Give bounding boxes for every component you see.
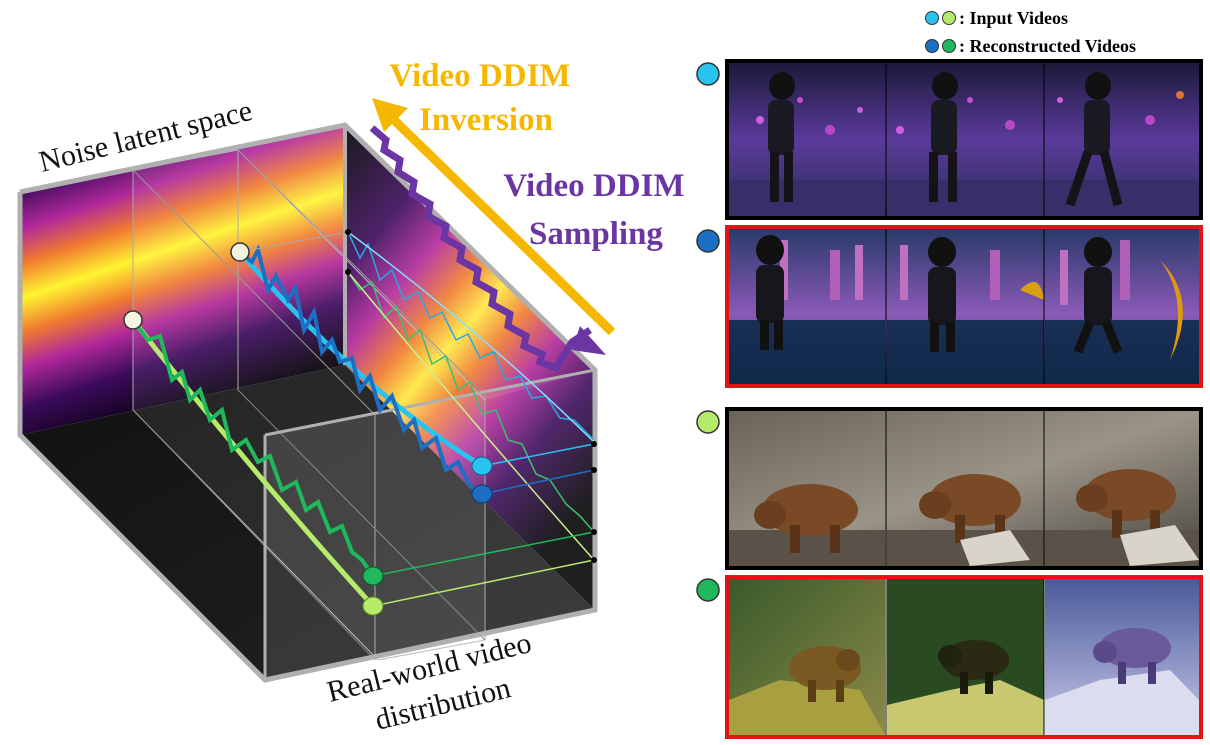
edge-dot-3 xyxy=(591,441,597,447)
bear-recon-frame-3 xyxy=(1045,628,1199,735)
box-floor xyxy=(20,365,595,680)
end-point-recon-green xyxy=(362,566,384,586)
side-curve-lime xyxy=(347,271,595,561)
marker-input-green xyxy=(696,410,720,434)
marker-input-blue xyxy=(696,62,720,86)
astronaut-input-frame-1 xyxy=(729,72,885,216)
strip-bear-input xyxy=(725,407,1203,570)
box-back-face xyxy=(20,125,345,435)
legend-recon-label: : Reconstructed Videos xyxy=(959,36,1136,56)
bear-recon-frame-2 xyxy=(887,640,1044,735)
start-point-blue xyxy=(230,242,250,262)
astronaut-recon-frame-3 xyxy=(1045,237,1199,384)
end-point-input-blue xyxy=(471,456,493,476)
astronaut-recon-frame-1 xyxy=(729,235,885,384)
astronaut-recon-frame-2 xyxy=(887,237,1044,384)
box-right-face xyxy=(345,125,595,610)
legend-dot-recon-green xyxy=(942,39,956,53)
proj-line-3 xyxy=(372,531,595,577)
sampling-label-1: Video DDIM xyxy=(503,168,684,204)
proj-line-1 xyxy=(481,443,595,467)
slice-line-g xyxy=(132,169,376,416)
side-curve-cyan xyxy=(347,231,595,443)
legend-dot-input-green xyxy=(942,11,956,25)
box-edge-top-front xyxy=(264,368,596,437)
inversion-arrowhead xyxy=(372,98,408,132)
edge-dot-1 xyxy=(345,229,351,235)
inversion-label-2: Inversion xyxy=(419,102,553,138)
inversion-arrow xyxy=(388,114,616,336)
astronaut-input-frame-2 xyxy=(887,72,1044,216)
proj-line-5 xyxy=(239,231,349,253)
trajectory-green-smooth xyxy=(131,318,375,608)
edge-dot-4 xyxy=(591,467,597,473)
bear-input-frame-3 xyxy=(1045,469,1199,566)
end-point-input-green xyxy=(362,596,384,616)
sampling-label-2: Sampling xyxy=(529,216,663,252)
edge-dot-5 xyxy=(591,529,597,535)
legend-row-input: : Input Videos xyxy=(925,4,1136,32)
proj-line-4 xyxy=(372,559,595,607)
proj-line-2 xyxy=(481,469,595,495)
sampling-arrow xyxy=(369,125,592,373)
marker-recon-green xyxy=(696,578,720,602)
strip-astronaut-recon xyxy=(725,225,1203,388)
strip-astronaut-input xyxy=(725,59,1203,220)
astronaut-input-frame-3 xyxy=(1045,72,1199,216)
slice-line-h xyxy=(237,149,486,396)
trajectory-green-noisy xyxy=(131,318,375,578)
legend-dot-recon-blue xyxy=(925,39,939,53)
legend: : Input Videos : Reconstructed Videos xyxy=(925,4,1136,60)
bear-recon-frame-1 xyxy=(729,646,885,735)
slice-plane-2 xyxy=(238,125,595,400)
bear-input-frame-1 xyxy=(729,484,885,566)
bear-input-frame-2 xyxy=(887,474,1044,566)
edge-dot-6 xyxy=(591,557,597,563)
legend-dot-input-blue xyxy=(925,11,939,25)
legend-row-recon: : Reconstructed Videos xyxy=(925,32,1136,60)
edge-dot-2 xyxy=(345,269,351,275)
side-trace-green xyxy=(347,271,595,533)
strip-bear-recon xyxy=(725,575,1203,739)
start-point-green xyxy=(123,310,143,330)
inversion-label-1: Video DDIM xyxy=(389,58,570,94)
side-trace-blue xyxy=(347,231,595,441)
slice-line-e xyxy=(132,409,376,661)
end-point-recon-blue xyxy=(471,484,493,504)
marker-recon-blue xyxy=(696,229,720,253)
legend-input-label: : Input Videos xyxy=(959,8,1069,28)
trajectory-blue-noisy xyxy=(238,244,484,496)
sampling-arrowhead xyxy=(572,326,606,355)
